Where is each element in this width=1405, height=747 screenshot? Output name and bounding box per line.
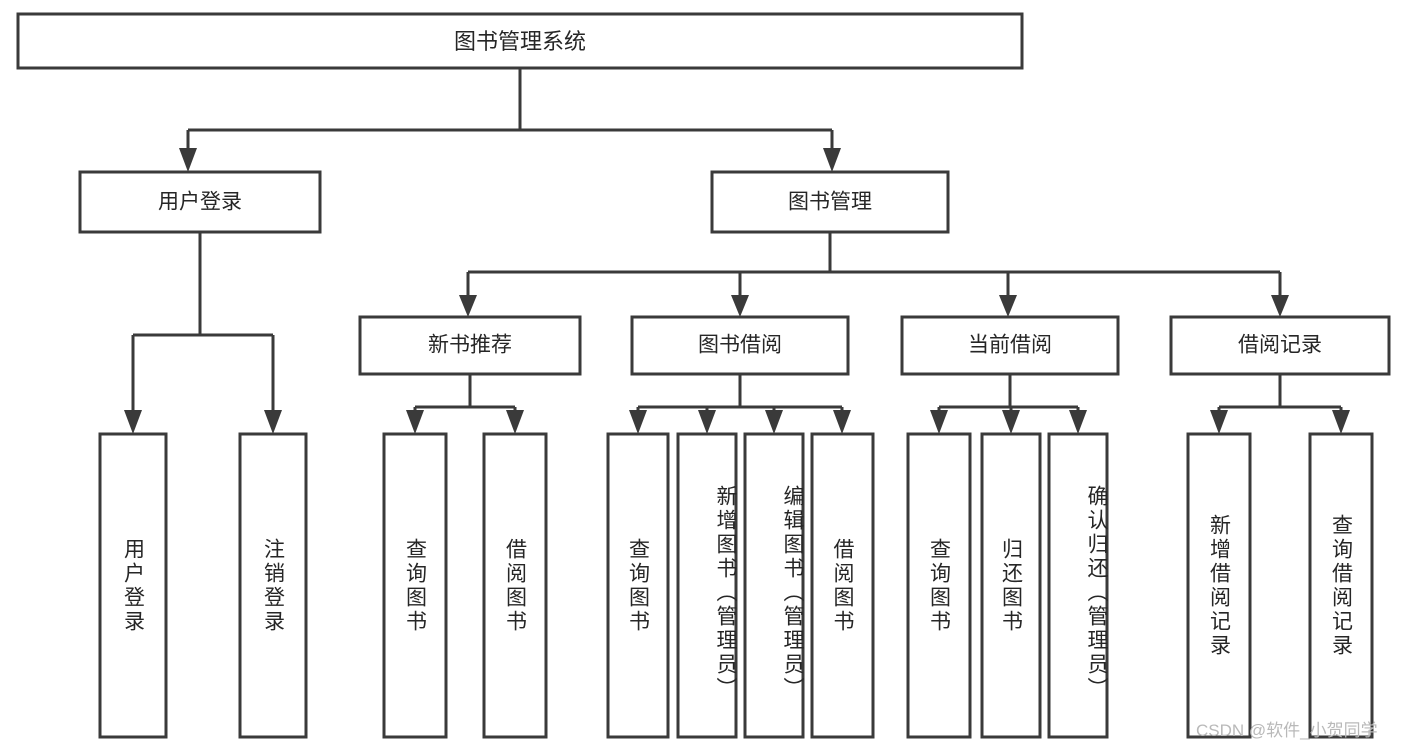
arrow-head-icon <box>1069 410 1087 434</box>
node-root[interactable]: 图书管理系统 <box>16 12 1024 70</box>
connector-borrow-record-to-leaves <box>1210 374 1350 434</box>
arrow-head-icon <box>698 410 716 434</box>
leaf-box-add-borrow-record[interactable] <box>1186 432 1252 739</box>
arrow-head-icon <box>406 410 424 434</box>
arrow-head-icon <box>179 148 197 172</box>
node-root-box[interactable] <box>16 12 1024 70</box>
node-new-book-recommend-box[interactable] <box>358 315 582 376</box>
arrow-head-icon <box>1002 410 1020 434</box>
arrow-head-icon <box>629 410 647 434</box>
node-borrow-record[interactable]: 借阅记录 <box>1169 315 1391 376</box>
leaf-box-query-book-1[interactable] <box>382 432 448 739</box>
connector-book-management-to-level3 <box>459 232 1289 317</box>
leaf-box-query-book-2[interactable] <box>606 432 670 739</box>
node-book-management-label: 图书管理 <box>788 191 872 214</box>
node-current-borrow[interactable]: 当前借阅 <box>900 315 1120 376</box>
connector-root-to-level2 <box>179 68 841 172</box>
leaf-box-query-borrow-record[interactable] <box>1308 432 1374 739</box>
arrow-head-icon <box>1210 410 1228 434</box>
connector-current-borrow-to-leaves <box>930 374 1087 434</box>
node-new-book-recommend-label: 新书推荐 <box>428 334 512 357</box>
node-root-label: 图书管理系统 <box>454 29 586 54</box>
leaf-box-user-login[interactable] <box>98 432 168 739</box>
leaf-box-query-book-3[interactable] <box>906 432 972 739</box>
leaf-box-borrow-book-1[interactable] <box>482 432 548 739</box>
node-book-borrow-label: 图书借阅 <box>698 334 782 357</box>
arrow-head-icon <box>823 148 841 172</box>
arrow-head-icon <box>1332 410 1350 434</box>
node-user-login-box[interactable] <box>78 170 322 234</box>
leaf-box-return-book[interactable] <box>980 432 1042 739</box>
arrow-head-icon <box>124 410 142 434</box>
arrow-head-icon <box>999 295 1017 317</box>
arrow-head-icon <box>930 410 948 434</box>
csdn-watermark: CSDN @软件_小贺同学 <box>1196 721 1378 740</box>
connector-book-borrow-to-leaves <box>629 374 851 434</box>
node-new-book-recommend[interactable]: 新书推荐 <box>358 315 582 376</box>
node-current-borrow-box[interactable] <box>900 315 1120 376</box>
arrow-head-icon <box>765 410 783 434</box>
arrow-head-icon <box>1271 295 1289 317</box>
node-borrow-record-label: 借阅记录 <box>1238 334 1322 357</box>
leaf-box-add-book-admin[interactable] <box>676 432 738 739</box>
leaf-box-edit-book-admin[interactable] <box>743 432 805 739</box>
connector-user-login-to-leaves <box>124 232 282 434</box>
arrow-head-icon <box>506 410 524 434</box>
node-book-management[interactable]: 图书管理 <box>710 170 950 234</box>
leaf-box-confirm-return-admin[interactable] <box>1047 432 1109 739</box>
arrow-head-icon <box>833 410 851 434</box>
connector-new-book-recommend-to-leaves <box>406 374 524 434</box>
node-book-borrow[interactable]: 图书借阅 <box>630 315 850 376</box>
node-current-borrow-label: 当前借阅 <box>968 334 1052 357</box>
node-user-login[interactable]: 用户登录 <box>78 170 322 234</box>
leaf-box-borrow-book-2[interactable] <box>810 432 875 739</box>
node-user-login-label: 用户登录 <box>158 191 242 214</box>
arrow-head-icon <box>459 295 477 317</box>
arrow-head-icon <box>264 410 282 434</box>
leaf-boxes <box>98 432 1374 739</box>
leaf-box-logout-login[interactable] <box>238 432 308 739</box>
arrow-head-icon <box>731 295 749 317</box>
